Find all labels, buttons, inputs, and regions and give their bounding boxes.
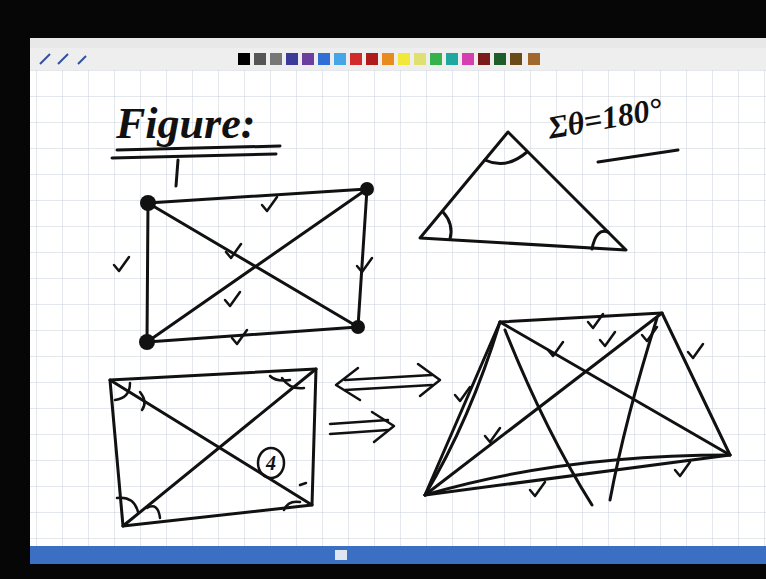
check-marks — [455, 314, 703, 496]
status-bar — [30, 546, 766, 564]
circled-number: 4 — [258, 448, 284, 478]
underline — [117, 146, 280, 150]
canvas — [30, 70, 766, 546]
toolbar — [30, 48, 766, 70]
quadrilateral-figure — [425, 313, 730, 505]
implies-arrow — [330, 412, 394, 442]
vertex-dots — [139, 182, 374, 350]
circled-number-text: 4 — [258, 453, 284, 473]
page-title: Figure: — [116, 102, 255, 146]
equivalence-arrow — [336, 364, 440, 400]
menu-bar — [30, 38, 766, 48]
color-palette — [238, 53, 540, 65]
tick-stroke — [176, 160, 178, 186]
triangle-figure — [420, 132, 626, 250]
rectangle-figure — [147, 189, 367, 342]
check-marks — [114, 197, 372, 344]
underline — [598, 150, 678, 162]
tool-icons — [40, 54, 86, 64]
underline — [112, 154, 276, 158]
rectangle-figure — [110, 369, 316, 526]
